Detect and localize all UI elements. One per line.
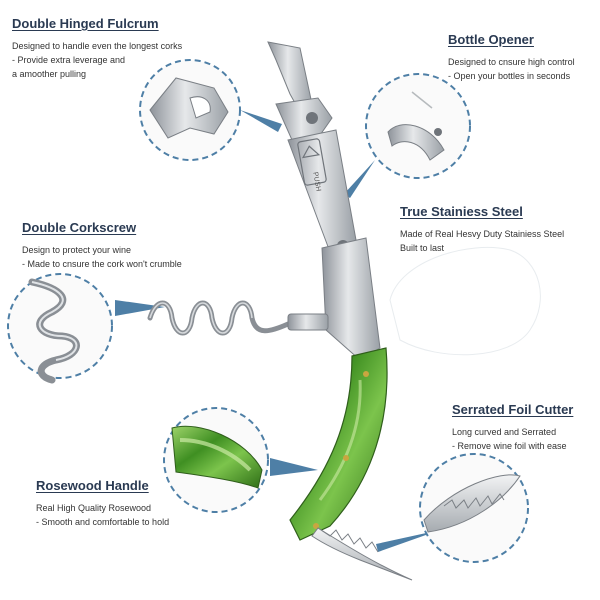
push-label: PUSH — [311, 172, 321, 192]
handle-pointer — [270, 458, 318, 476]
steel-title: True Stainiess Steel — [400, 204, 523, 219]
fulcrum-title: Double Hinged Fulcrum — [12, 16, 159, 31]
feature-steel: True Stainiess Steel Made of Real Hesvy … — [400, 204, 564, 255]
push-button — [297, 138, 327, 186]
feature-bottle-opener: Bottle Opener Designed to cnsure high co… — [448, 32, 575, 83]
feature-fulcrum: Double Hinged Fulcrum Designed to handle… — [12, 16, 182, 81]
foil-cutter-title: Serrated Foil Cutter — [452, 402, 574, 417]
feature-corkscrew: Double Corkscrew Design to protect your … — [22, 220, 182, 271]
detail-handle — [163, 407, 269, 513]
steel-desc: Made of Real Hesvy Duty Stainiess Steel … — [400, 229, 565, 253]
detail-fulcrum — [139, 59, 241, 161]
opener-pointer — [344, 160, 375, 198]
corkscrew-title: Double Corkscrew — [22, 220, 137, 235]
corkscrew-pointer — [115, 300, 165, 316]
corkscrew-desc: Design to protect your wine - Made to cn… — [22, 245, 182, 269]
callout-connectors — [115, 110, 440, 552]
fulcrum-rivet — [306, 112, 318, 124]
feature-handle: Rosewood Handle Real High Quality Rosewo… — [36, 478, 169, 529]
cutter-pointer — [376, 530, 440, 552]
detail-opener — [365, 73, 471, 179]
bottle-opener-desc: Designed to cnsure high control - Open y… — [448, 57, 575, 81]
handle-desc: Real High Quality Rosewood - Smooth and … — [36, 503, 170, 527]
fulcrum-desc: Designed to handle even the longest cork… — [12, 41, 183, 79]
feature-foil-cutter: Serrated Foil Cutter Long curved and Ser… — [452, 402, 573, 453]
handle-title: Rosewood Handle — [36, 478, 149, 493]
corkscrew-tool: PUSH — [147, 41, 413, 581]
bottle-opener-title: Bottle Opener — [448, 32, 534, 47]
fulcrum-pointer — [240, 110, 282, 132]
handle-scale — [289, 347, 388, 541]
worm-spiral — [147, 300, 291, 336]
foil-cutter-desc: Long curved and Serrated - Remove wine f… — [452, 427, 567, 451]
detail-cutter — [419, 453, 529, 563]
push-arrow-icon — [301, 145, 321, 159]
detail-corkscrew — [7, 273, 113, 384]
foil-knife — [311, 527, 413, 581]
